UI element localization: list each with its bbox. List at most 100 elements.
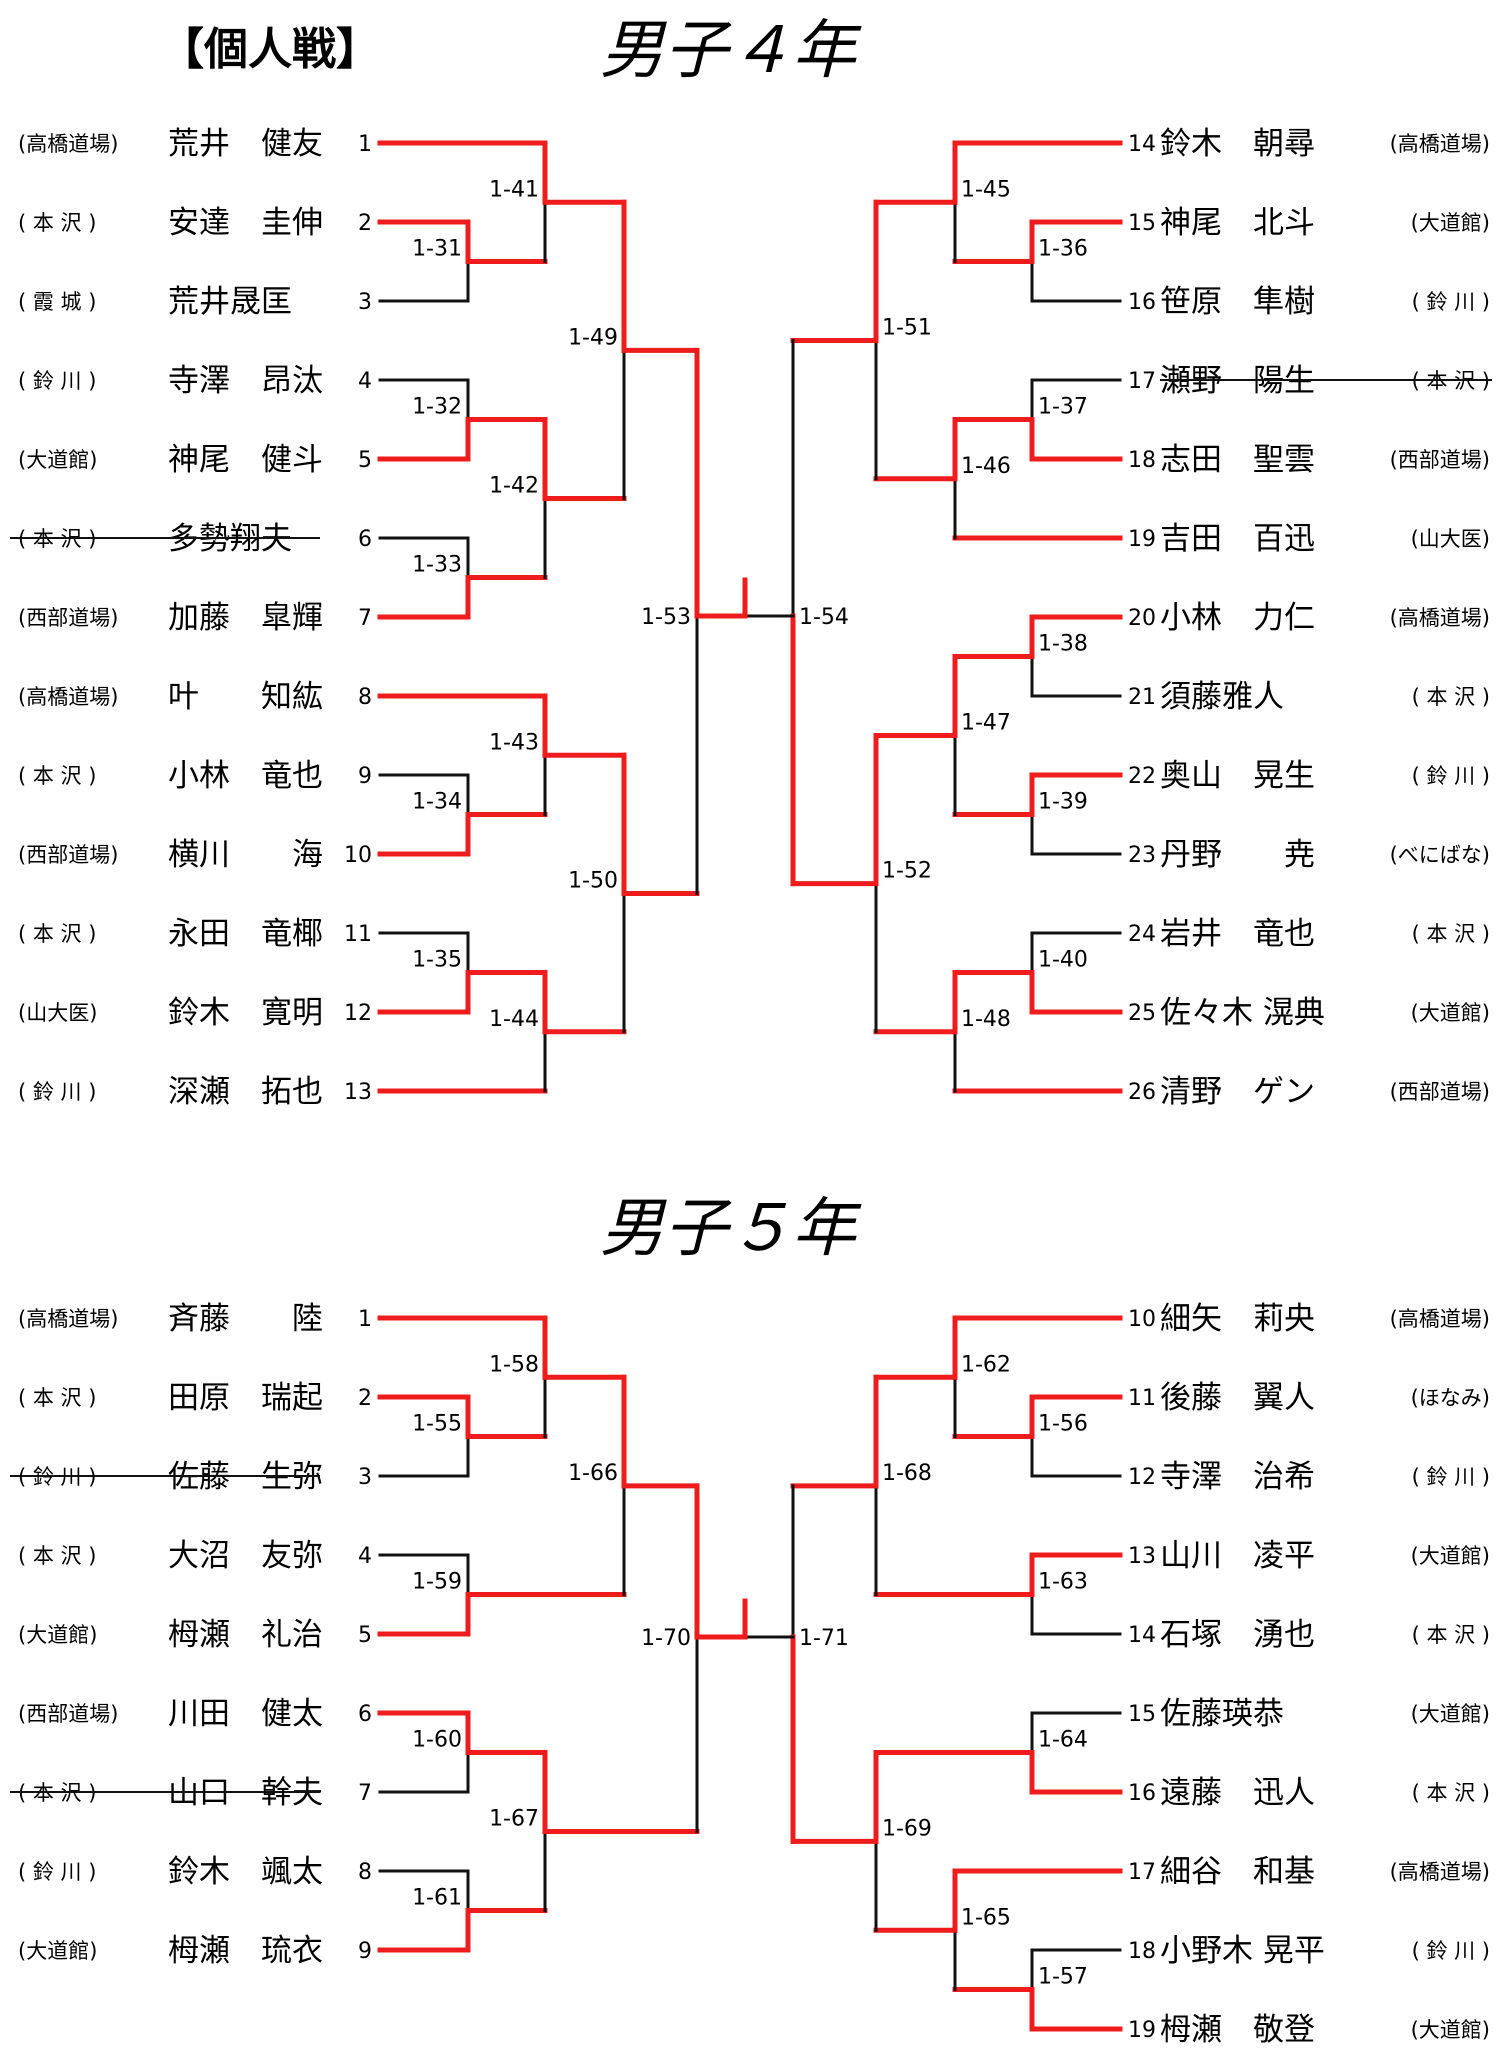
entrant-name: 大沼 友弥 <box>168 1538 323 1574</box>
entrant-club: ( 鈴 川 ) <box>1412 1939 1490 1963</box>
entrant-club: ( 本 沢 ) <box>18 922 96 946</box>
entrant-club: (大道館) <box>18 448 97 472</box>
entrant-name: 栂瀬 琉衣 <box>168 1933 323 1969</box>
entrant-name: 細谷 和基 <box>1160 1854 1315 1890</box>
entrant-name: 鈴木 朝尋 <box>1160 126 1315 162</box>
entrant-club: (西部道場) <box>1390 1080 1490 1104</box>
entrant-seed: 3 <box>358 1465 372 1490</box>
entrant-seed: 5 <box>358 448 372 473</box>
entrant-seed: 12 <box>1128 1465 1156 1490</box>
entrant-name: 栂瀬 礼治 <box>168 1617 323 1653</box>
entrant-club: ( 鈴 川 ) <box>1412 764 1490 788</box>
match-number: 1-39 <box>1038 790 1088 815</box>
entrant-club: ( 鈴 川 ) <box>18 1860 96 1884</box>
entrant-club: (西部道場) <box>18 1702 118 1726</box>
match-number: 1-54 <box>799 605 849 630</box>
entrant-seed: 9 <box>358 1939 372 1964</box>
entrant-seed: 11 <box>344 922 372 947</box>
entrant-seed: 18 <box>1128 448 1156 473</box>
entrant-name: 寺澤 昂汰 <box>168 363 323 399</box>
entrant-club: (高橋道場) <box>1390 606 1490 630</box>
match-number: 1-34 <box>412 790 462 815</box>
match-number: 1-56 <box>1038 1412 1088 1437</box>
entrant-name: 荒井晟匡 <box>168 284 292 320</box>
match-number: 1-48 <box>961 1007 1011 1032</box>
entrant-seed: 5 <box>358 1623 372 1648</box>
match-number: 1-69 <box>882 1816 932 1841</box>
entrant-name: 鈴木 寛明 <box>168 995 323 1031</box>
entrant-club: (べにばな) <box>1390 843 1490 867</box>
entrant-seed: 26 <box>1128 1080 1156 1105</box>
entrant-name: 小林 力仁 <box>1160 600 1315 636</box>
entrant-club: (山大医) <box>18 1001 97 1025</box>
match-number: 1-40 <box>1038 948 1088 973</box>
entrant-club: ( 本 沢 ) <box>18 1386 96 1410</box>
entrant-club: (西部道場) <box>18 843 118 867</box>
match-number: 1-60 <box>412 1728 462 1753</box>
entrant-seed: 4 <box>358 1544 372 1569</box>
match-number: 1-44 <box>489 1007 539 1032</box>
entrant-club: (高橋道場) <box>1390 132 1490 156</box>
entrant-club: (大道館) <box>1411 1001 1490 1025</box>
entrant-seed: 10 <box>1128 1307 1156 1332</box>
entrant-seed: 6 <box>358 527 372 552</box>
entrant-club: ( 本 沢 ) <box>18 211 96 235</box>
entrant-name: 加藤 皐輝 <box>168 600 323 636</box>
match-number: 1-62 <box>961 1352 1011 1377</box>
entrant-seed: 4 <box>358 369 372 394</box>
entrant-seed: 19 <box>1128 2018 1156 2043</box>
entrant-seed: 14 <box>1128 132 1156 157</box>
entrant-name: 遠藤 迅人 <box>1160 1775 1315 1811</box>
entrant-club: ( 本 沢 ) <box>1412 1623 1490 1647</box>
entrant-seed: 10 <box>344 843 372 868</box>
match-number: 1-59 <box>412 1570 462 1595</box>
entrant-seed: 8 <box>358 685 372 710</box>
division-title-5th-grade: 男子５年 <box>600 1192 862 1266</box>
match-number: 1-65 <box>961 1905 1011 1930</box>
entrant-seed: 1 <box>358 1307 372 1332</box>
entrant-name: 丹野 尭 <box>1160 837 1315 873</box>
match-number: 1-32 <box>412 395 462 420</box>
entrant-club: (西部道場) <box>18 606 118 630</box>
match-number: 1-67 <box>489 1807 539 1832</box>
entrant-seed: 22 <box>1128 764 1156 789</box>
entrant-name: 石塚 湧也 <box>1160 1617 1315 1653</box>
match-number: 1-49 <box>568 325 618 350</box>
entrant-name: 荒井 健友 <box>168 126 323 162</box>
entrant-seed: 9 <box>358 764 372 789</box>
entrant-seed: 15 <box>1128 211 1156 236</box>
entrant-seed: 6 <box>358 1702 372 1727</box>
